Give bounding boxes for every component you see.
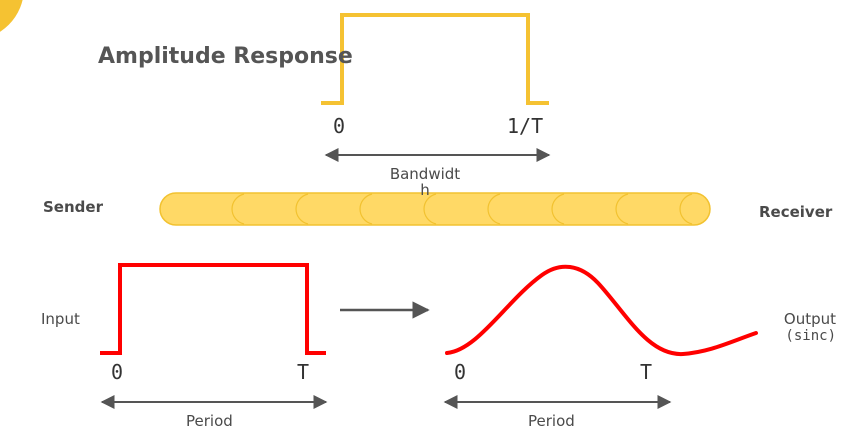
input-tick-start: 0 [111, 360, 124, 384]
output-tick-end: T [640, 360, 653, 384]
output-tick-start: 0 [454, 360, 467, 384]
input-label: Input [41, 310, 80, 328]
input-tick-end: T [297, 360, 310, 384]
output-signal-curve [445, 264, 758, 357]
output-period-label: Period [528, 412, 575, 430]
bandwidth-label: Bandwidt h [380, 165, 470, 199]
amplitude-response-curve [321, 13, 549, 105]
receiver-label: Receiver [759, 203, 833, 221]
input-signal-curve [100, 263, 326, 355]
corner-decoration [0, 0, 23, 32]
amplitude-tick-start: 0 [333, 114, 346, 138]
input-period-label: Period [186, 412, 233, 430]
amplitude-tick-end: 1/T [507, 114, 544, 138]
sender-label: Sender [43, 198, 103, 216]
output-label-sub: (sinc) [785, 328, 836, 344]
output-label: Output (sinc) [780, 310, 836, 344]
channel-tube [159, 192, 711, 226]
bandwidth-label-line2: h [420, 181, 430, 199]
bandwidth-label-line1: Bandwidt [389, 165, 461, 183]
output-label-main: Output [783, 310, 836, 328]
page-title: Amplitude Response [98, 44, 353, 69]
